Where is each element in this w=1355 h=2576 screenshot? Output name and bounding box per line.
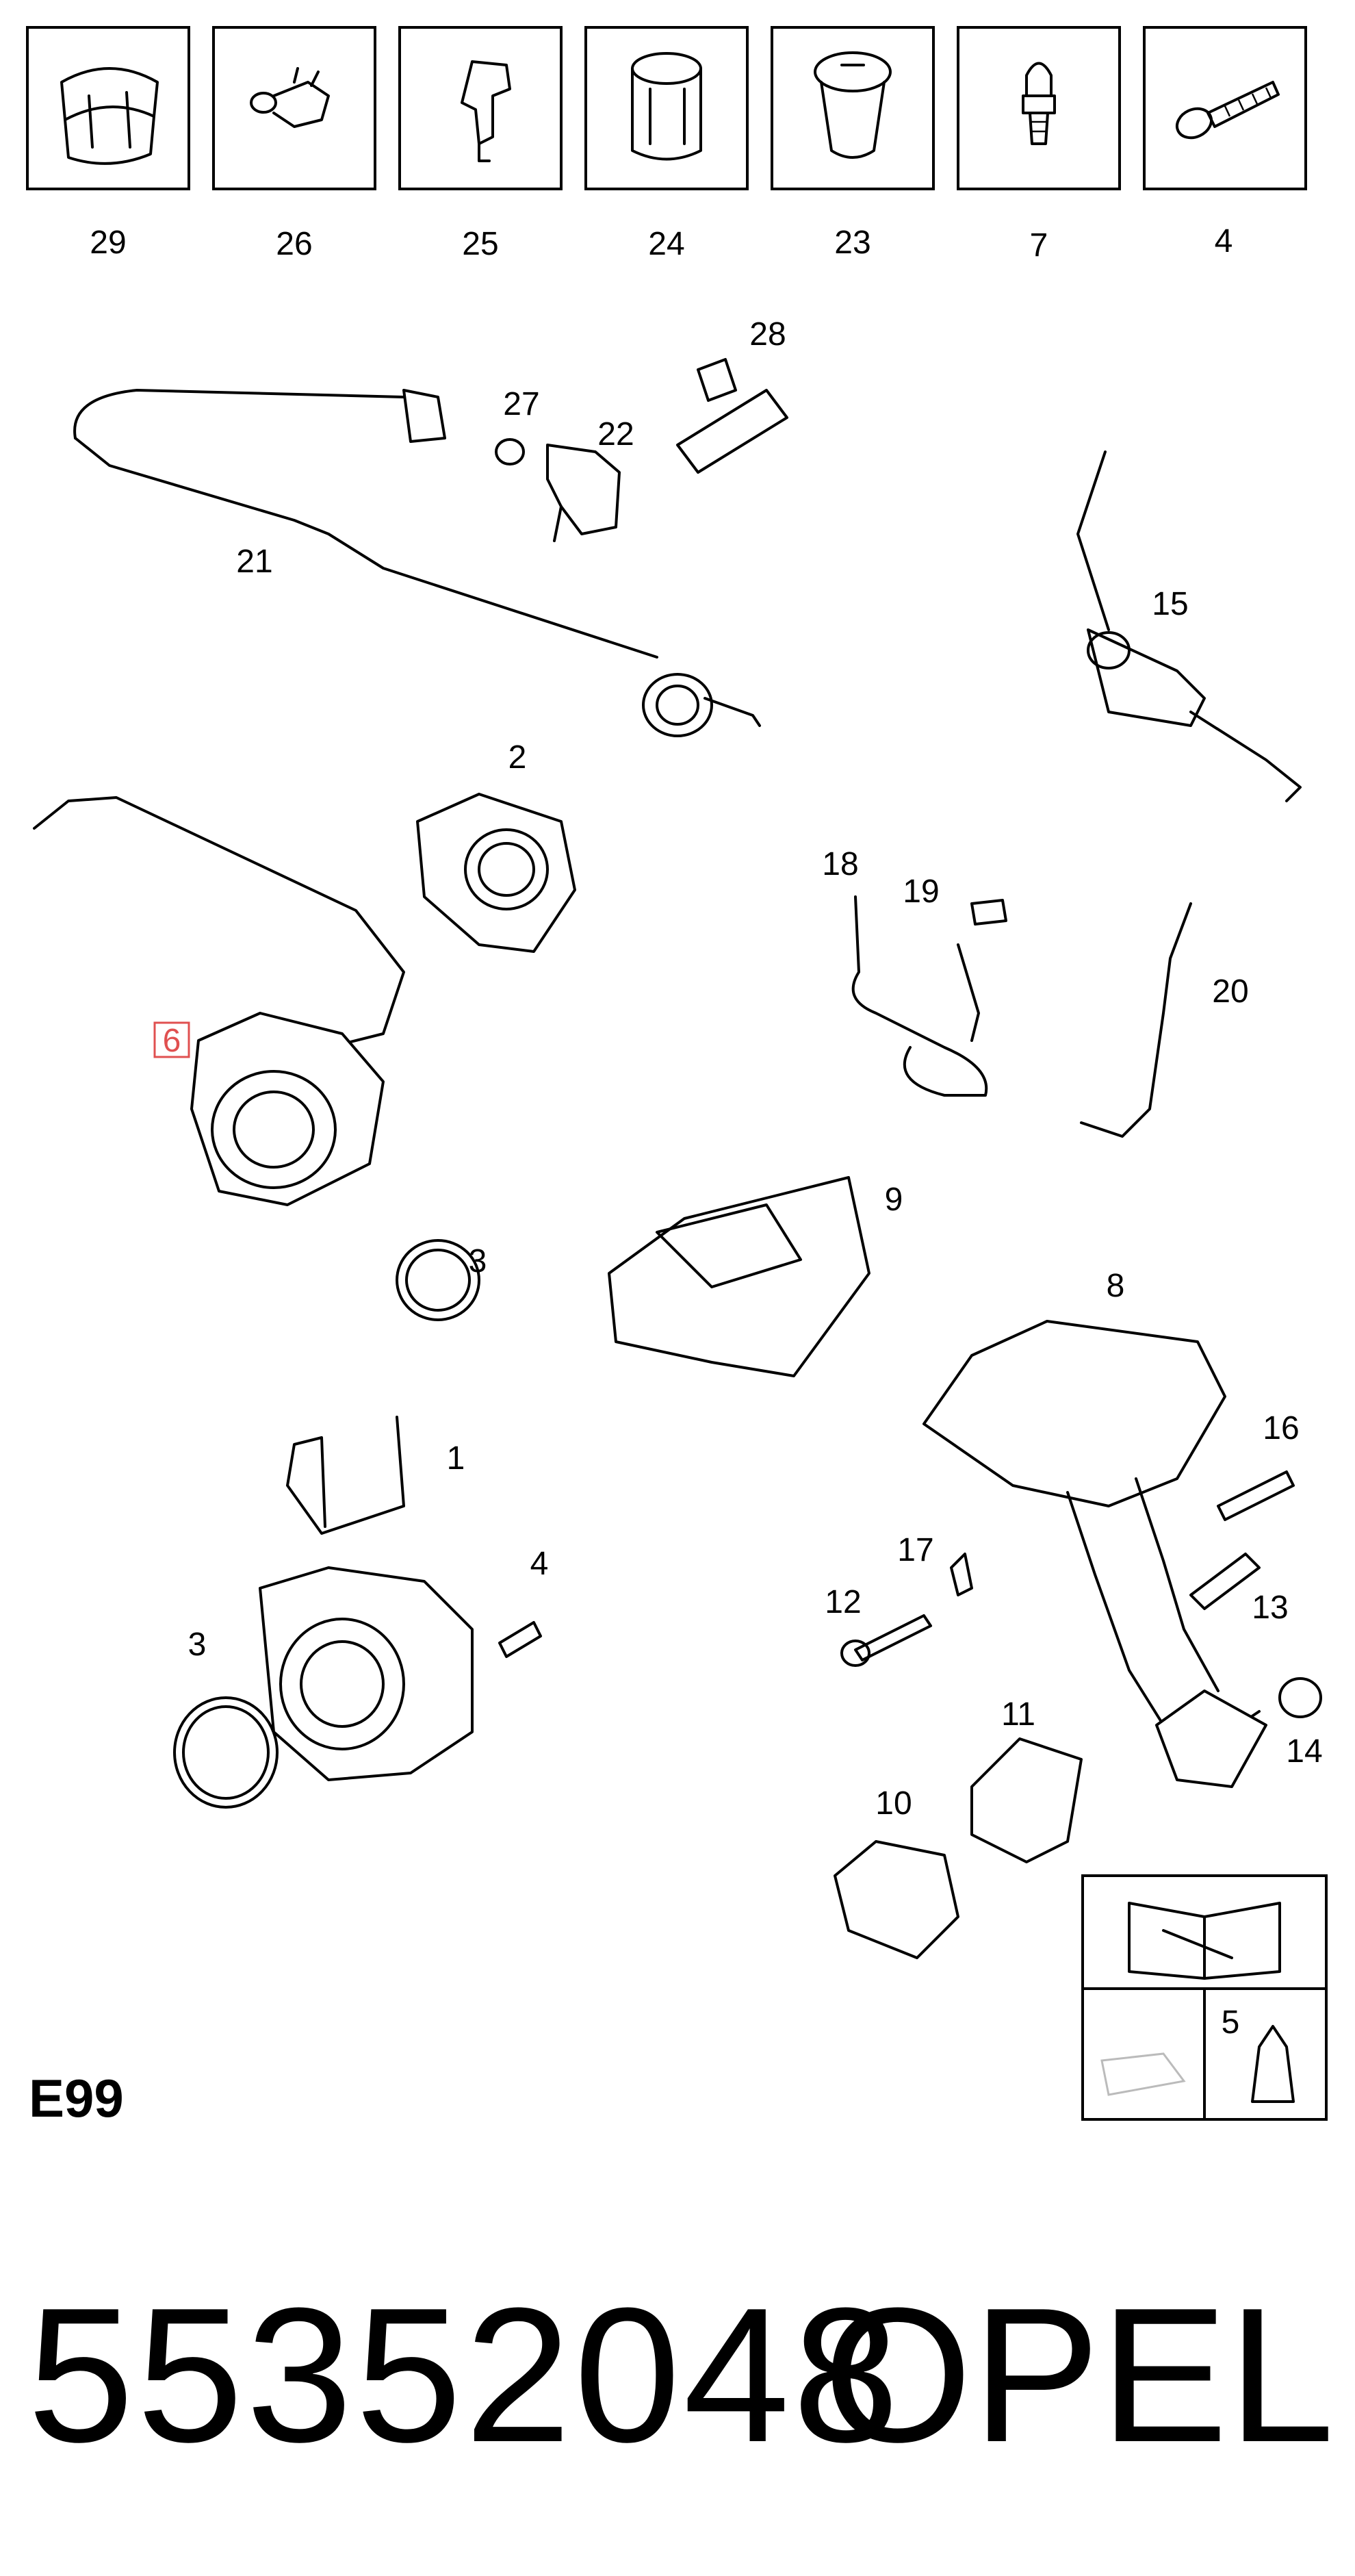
callout-9: 9 bbox=[885, 1182, 903, 1218]
callout-25: 25 bbox=[462, 226, 498, 262]
callout-8: 8 bbox=[1107, 1268, 1125, 1304]
pedal-pad-10 bbox=[834, 1840, 959, 1959]
box-4: 4 bbox=[1143, 26, 1307, 259]
box-23: 23 bbox=[771, 26, 935, 261]
master-cylinder-15 bbox=[1076, 450, 1302, 802]
bolt-4 bbox=[498, 1621, 542, 1658]
bolt-13 bbox=[1189, 1553, 1261, 1610]
callout-6-highlight bbox=[153, 1021, 190, 1058]
pedal-bracket-8 bbox=[922, 1320, 1267, 1788]
callouts: 27 22 28 21 15 2 18 19 20 6 9 3 8 1 16 4… bbox=[153, 316, 1323, 2041]
bracket-clip-icon bbox=[461, 60, 511, 162]
callout-20: 20 bbox=[1212, 973, 1248, 1010]
callout-3-lower: 3 bbox=[188, 1627, 207, 1663]
release-bearing-2 bbox=[416, 793, 576, 953]
oil-can-icon bbox=[1100, 2052, 1186, 2096]
callout-27: 27 bbox=[503, 386, 539, 422]
callout-16: 16 bbox=[1263, 1410, 1299, 1446]
callout-7: 7 bbox=[1030, 227, 1048, 264]
callout-17: 17 bbox=[897, 1532, 933, 1568]
callout-14: 14 bbox=[1286, 1733, 1322, 1770]
top-row: 29 26 25 24 bbox=[26, 26, 1307, 264]
connector-28 bbox=[676, 358, 788, 474]
nut-14 bbox=[1278, 1677, 1322, 1718]
callout-4-top: 4 bbox=[1215, 223, 1233, 259]
grommet-icon bbox=[814, 51, 892, 159]
pedal-pad-11 bbox=[970, 1737, 1083, 1863]
callout-2: 2 bbox=[508, 739, 527, 776]
seal-ring-27 bbox=[495, 438, 525, 466]
section-code: E99 bbox=[29, 2068, 124, 2128]
callout-28: 28 bbox=[749, 316, 786, 353]
callout-1: 1 bbox=[447, 1440, 465, 1477]
pedal-guard-9 bbox=[608, 1176, 870, 1377]
screw-12 bbox=[840, 1614, 932, 1667]
box-26: 26 bbox=[212, 26, 376, 262]
bolt-icon bbox=[1175, 81, 1280, 140]
slave-cylinder-6 bbox=[33, 796, 405, 1206]
callout-12: 12 bbox=[825, 1584, 861, 1620]
box-25: 25 bbox=[398, 26, 563, 262]
lubricant-bottle-icon bbox=[1251, 2025, 1295, 2103]
box-29: 29 bbox=[26, 26, 190, 261]
clip-17 bbox=[950, 1553, 973, 1596]
callout-22: 22 bbox=[597, 416, 634, 452]
callout-13: 13 bbox=[1252, 1590, 1288, 1626]
box-7: 7 bbox=[957, 26, 1121, 264]
callout-21: 21 bbox=[236, 544, 272, 580]
quick-connector-icon bbox=[60, 67, 159, 165]
clutch-hose-21 bbox=[73, 389, 761, 737]
callout-10: 10 bbox=[875, 1785, 912, 1822]
connector-22 bbox=[546, 444, 621, 542]
callout-6: 6 bbox=[163, 1023, 181, 1059]
callout-18: 18 bbox=[822, 846, 858, 882]
callout-23: 23 bbox=[834, 225, 870, 261]
callout-26: 26 bbox=[276, 226, 312, 262]
pipe-20 bbox=[1080, 902, 1192, 1138]
cap-19 bbox=[970, 899, 1007, 926]
o-ring-3-upper bbox=[396, 1239, 480, 1321]
callout-15: 15 bbox=[1152, 586, 1188, 622]
callout-29: 29 bbox=[90, 225, 126, 261]
sleeve-icon bbox=[631, 52, 702, 161]
repair-manual-icon bbox=[1128, 1902, 1281, 1980]
brand-name: OPEL bbox=[823, 2269, 1334, 2482]
pin-16 bbox=[1217, 1470, 1295, 1521]
slave-cylinder-1 bbox=[259, 1416, 474, 1781]
box-24: 24 bbox=[584, 26, 749, 262]
callout-4: 4 bbox=[530, 1546, 549, 1582]
clip-icon bbox=[250, 67, 330, 128]
callout-3-upper: 3 bbox=[469, 1243, 487, 1279]
callout-24: 24 bbox=[648, 226, 684, 262]
part-number: 55352048 bbox=[27, 2269, 902, 2482]
legend-box bbox=[1081, 1874, 1328, 2121]
callout-11: 11 bbox=[1001, 1696, 1035, 1733]
o-ring-3-lower bbox=[173, 1696, 279, 1809]
callout-19: 19 bbox=[903, 873, 939, 910]
pipe-18 bbox=[851, 895, 988, 1097]
bleed-screw-icon bbox=[1022, 62, 1056, 145]
callout-5: 5 bbox=[1222, 2004, 1240, 2041]
